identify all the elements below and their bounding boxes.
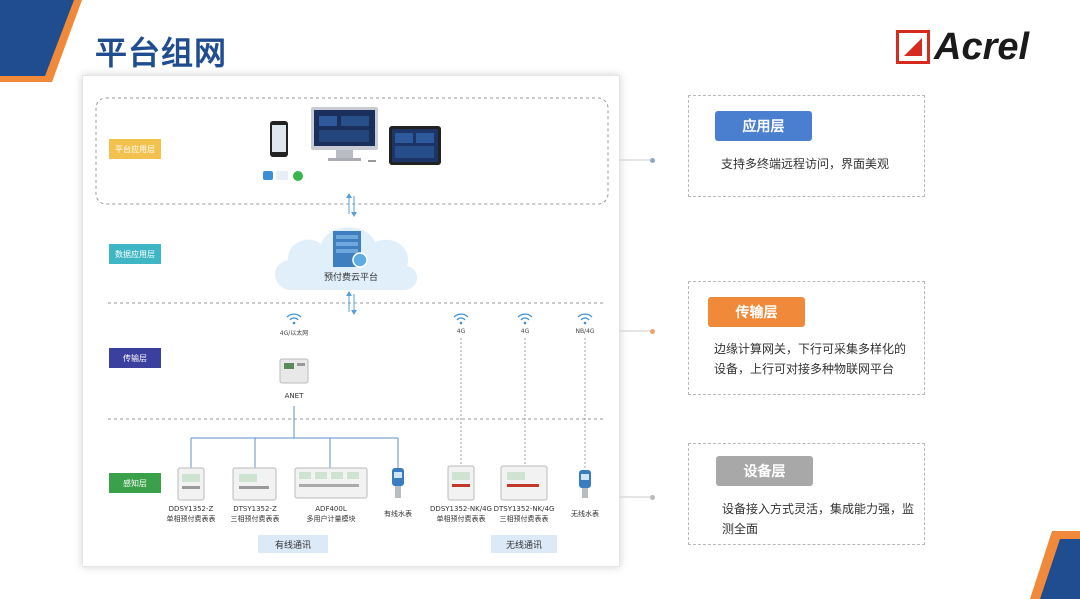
device-desc: 单相预付费表表 bbox=[166, 515, 216, 523]
wired-communication-badge: 有线通讯 bbox=[258, 535, 328, 553]
single-phase-4g-meter-icon bbox=[447, 465, 475, 501]
gateway-label: ANET bbox=[284, 392, 304, 400]
device-caption: DTSY1352-Z 三相预付费表表 bbox=[215, 504, 295, 524]
card-transport-layer: 传输层 边缘计算网关，下行可采集多样化的设备，上行可对接多种物联网平台 bbox=[688, 281, 925, 395]
card-title: 设备层 bbox=[716, 456, 813, 486]
three-phase-4g-meter-icon bbox=[500, 465, 548, 501]
card-title: 应用层 bbox=[715, 111, 812, 141]
tablet-icon bbox=[389, 126, 441, 165]
tag-sensing-layer: 感知层 bbox=[109, 473, 161, 493]
app-name-icon bbox=[276, 171, 288, 180]
network-label-gateway: 4G/以太网 bbox=[279, 330, 309, 337]
device-caption: 有线水表 bbox=[373, 509, 423, 519]
tag-data-app-layer: 数据应用层 bbox=[109, 244, 161, 264]
card-description: 支持多终端远程访问，界面美观 bbox=[721, 157, 890, 171]
card-app-layer: 应用层 支持多终端远程访问，界面美观 bbox=[688, 95, 925, 197]
app-icon bbox=[263, 171, 273, 180]
three-phase-meter-icon bbox=[232, 467, 277, 501]
brand-logo: Acrel bbox=[896, 26, 1030, 68]
device-caption: ADF400L 多用户计量模块 bbox=[291, 504, 371, 524]
network-label-4g-1: 4G bbox=[456, 328, 466, 335]
single-phase-meter-icon bbox=[177, 467, 205, 501]
acrel-logo-mark-icon bbox=[896, 30, 930, 64]
device-desc: 多用户计量模块 bbox=[306, 515, 356, 523]
device-model: ADF400L bbox=[315, 505, 347, 513]
tag-label: 数据应用层 bbox=[115, 249, 155, 259]
logo-text: Acrel bbox=[934, 26, 1030, 68]
multi-user-meter-module-icon bbox=[294, 467, 368, 499]
device-caption: DDSY1352-Z 单相预付费表表 bbox=[151, 504, 231, 524]
network-diagram-panel: 平台应用层 数据应用层 传输层 感知层 预付费云平台 4G/以太网 4G 4G … bbox=[82, 75, 620, 567]
wired-water-meter-icon bbox=[392, 468, 404, 498]
tag-label: 感知层 bbox=[123, 478, 147, 488]
diagram-lines bbox=[95, 97, 609, 501]
card-description: 设备接入方式灵活，集成能力强，监测全面 bbox=[722, 502, 915, 536]
device-model: DDSY1352-NK/4G bbox=[430, 505, 492, 513]
tag-label: 传输层 bbox=[123, 353, 147, 363]
cloud-platform-icon bbox=[275, 227, 418, 290]
device-desc: 无线水表 bbox=[571, 510, 599, 518]
cloud-platform-label: 预付费云平台 bbox=[323, 273, 378, 283]
tag-label: 平台应用层 bbox=[115, 144, 155, 154]
desktop-monitor-icon bbox=[311, 107, 378, 162]
device-desc: 三相预付费表表 bbox=[230, 515, 280, 523]
corner-decoration-top-left bbox=[0, 0, 82, 82]
device-desc: 有线水表 bbox=[384, 510, 412, 518]
wireless-communication-badge: 无线通讯 bbox=[491, 535, 557, 553]
wifi-icon bbox=[286, 313, 593, 321]
smartphone-icon bbox=[270, 121, 288, 157]
device-model: DTSY1352-NK/4G bbox=[493, 505, 555, 513]
card-title: 传输层 bbox=[708, 297, 805, 327]
device-caption: DDSY1352-NK/4G 单相预付费表表 bbox=[421, 504, 501, 524]
card-description: 边缘计算网关，下行可采集多样化的设备，上行可对接多种物联网平台 bbox=[714, 342, 907, 376]
wechat-icon bbox=[293, 171, 303, 181]
device-desc: 单相预付费表表 bbox=[436, 515, 486, 523]
device-desc: 三相预付费表表 bbox=[499, 515, 549, 523]
wireless-water-meter-icon bbox=[579, 470, 591, 498]
device-caption: 无线水表 bbox=[560, 509, 610, 519]
connector-dot bbox=[650, 158, 655, 163]
anet-gateway-icon bbox=[279, 358, 309, 384]
device-model: DDSY1352-Z bbox=[168, 505, 214, 513]
card-device-layer: 设备层 设备接入方式灵活，集成能力强，监测全面 bbox=[688, 443, 925, 545]
corner-decoration-bottom-right bbox=[1030, 531, 1080, 599]
network-label-4g-2: 4G bbox=[520, 328, 530, 335]
page-title: 平台组网 bbox=[95, 34, 228, 72]
connector-dot bbox=[650, 495, 655, 500]
device-model: DTSY1352-Z bbox=[233, 505, 277, 513]
connector-dot bbox=[650, 329, 655, 334]
network-label-nb: NB/4G bbox=[575, 328, 595, 335]
device-caption: DTSY1352-NK/4G 三相预付费表表 bbox=[484, 504, 564, 524]
tag-platform-app-layer: 平台应用层 bbox=[109, 139, 161, 159]
tag-transport-layer: 传输层 bbox=[109, 348, 161, 368]
card-connector-lines bbox=[620, 159, 652, 498]
